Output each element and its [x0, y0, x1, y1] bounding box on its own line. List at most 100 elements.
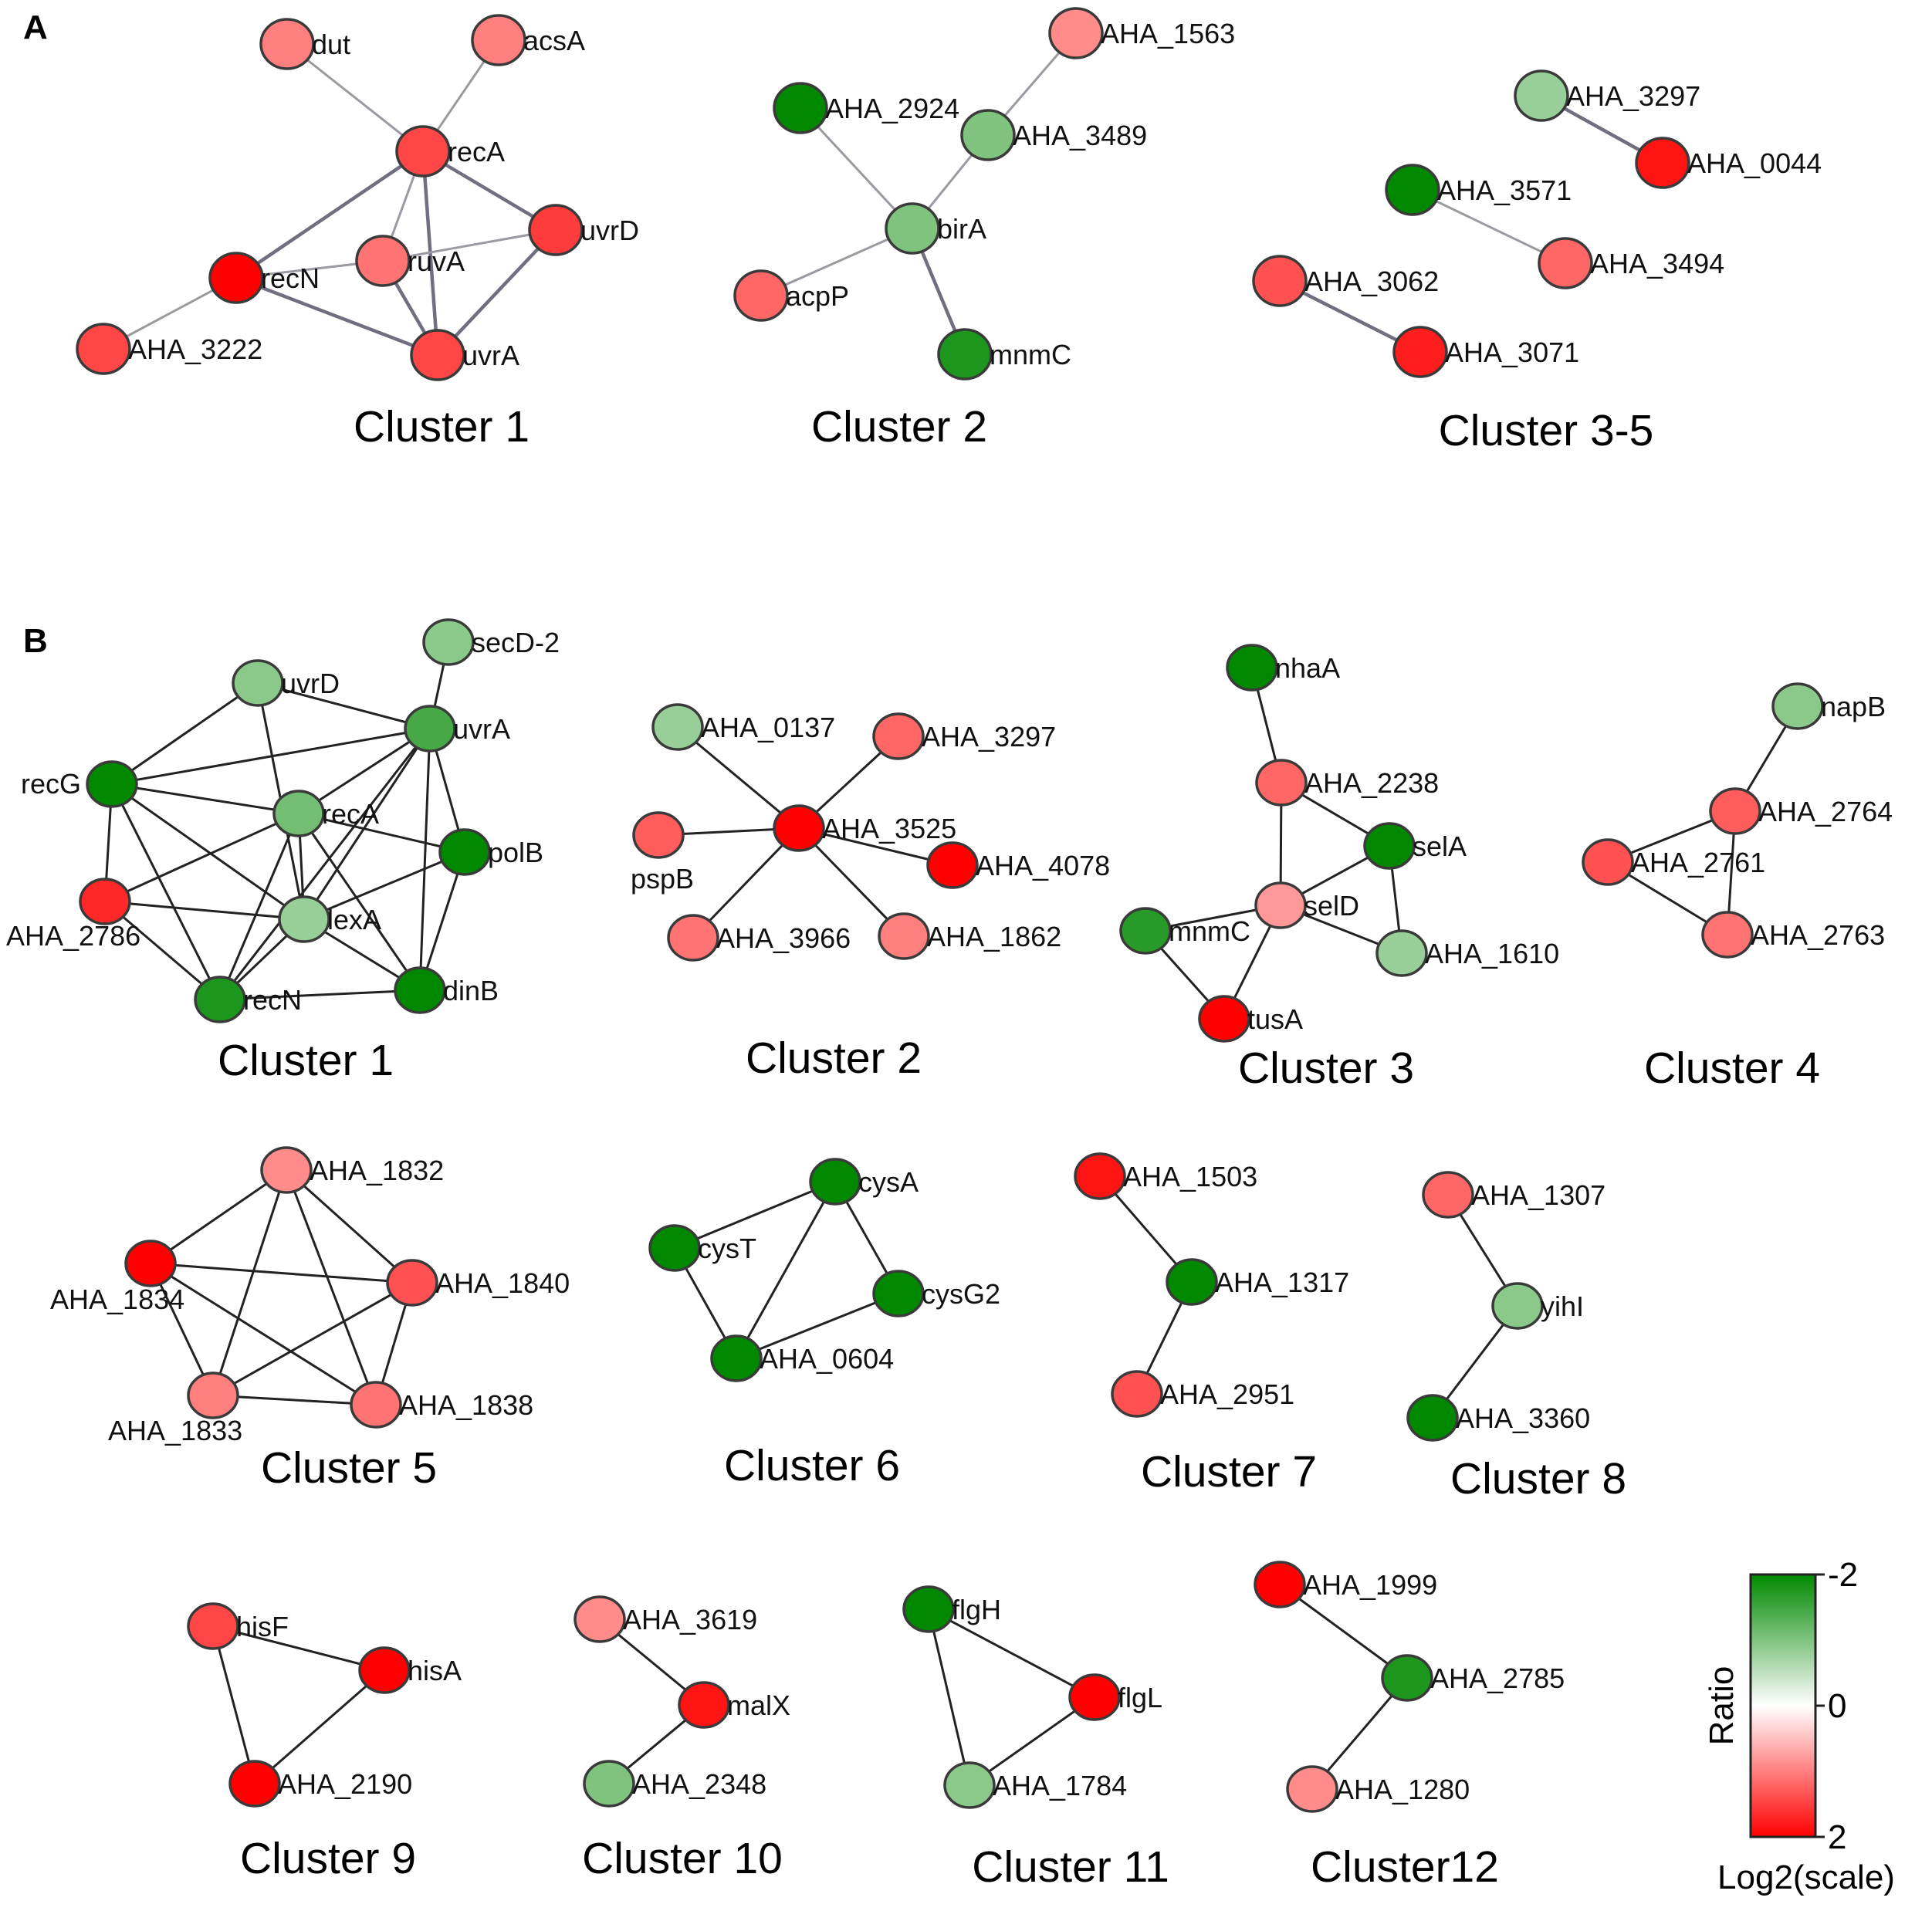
- node-label-b10-AHA_2348: AHA_2348: [632, 1768, 766, 1800]
- edge-b1-recG-lexA: [111, 783, 305, 921]
- node-b1-AHA_2786[interactable]: [79, 878, 131, 925]
- node-b2-AHA_1862[interactable]: [878, 912, 930, 960]
- node-label-a2-acpP: acpP: [786, 280, 849, 312]
- node-a1-dut[interactable]: [259, 18, 315, 70]
- node-b1-lexA[interactable]: [278, 895, 330, 943]
- node-label-b2-AHA_3525: AHA_3525: [822, 813, 956, 844]
- node-b6-cysG2[interactable]: [872, 1270, 925, 1317]
- node-b2-AHA_3297[interactable]: [872, 712, 925, 760]
- node-b3-mnmC[interactable]: [1119, 907, 1172, 955]
- node-a3-AHA_3297[interactable]: [1514, 69, 1569, 122]
- node-a3-AHA_3494[interactable]: [1538, 237, 1593, 289]
- edge-b1-polB-dinB: [418, 851, 466, 991]
- node-b9-hisF[interactable]: [187, 1602, 239, 1650]
- node-a2-AHA_2924[interactable]: [773, 82, 828, 134]
- node-label-b1-secD-2: secD-2: [472, 627, 560, 658]
- node-b3-AHA_1610[interactable]: [1375, 929, 1428, 977]
- node-b1-recA[interactable]: [272, 790, 325, 837]
- node-b7-AHA_2951[interactable]: [1111, 1370, 1163, 1418]
- node-label-b3-tusA: tusA: [1247, 1003, 1303, 1035]
- node-a1-recA[interactable]: [395, 125, 451, 178]
- node-b2-AHA_4078[interactable]: [926, 841, 979, 889]
- node-b8-AHA_3360[interactable]: [1406, 1394, 1459, 1442]
- node-b4-AHA_2761[interactable]: [1582, 838, 1634, 886]
- node-label-b1-uvrD: uvrD: [281, 668, 340, 699]
- node-a3-AHA_3062[interactable]: [1252, 255, 1308, 307]
- node-b4-AHA_2764[interactable]: [1709, 787, 1761, 835]
- node-b6-cysT[interactable]: [648, 1224, 701, 1272]
- node-b3-nhaA[interactable]: [1226, 644, 1278, 692]
- node-label-b7-AHA_1503: AHA_1503: [1123, 1161, 1257, 1192]
- node-b1-secD-2[interactable]: [422, 618, 475, 666]
- legend-tick-label: 0: [1828, 1687, 1846, 1725]
- node-b7-AHA_1503[interactable]: [1074, 1152, 1126, 1200]
- node-b5-AHA_1833[interactable]: [187, 1372, 239, 1419]
- node-b5-AHA_1834[interactable]: [124, 1240, 177, 1287]
- node-b2-AHA_3966[interactable]: [667, 914, 719, 962]
- node-a1-recN[interactable]: [208, 252, 264, 304]
- node-b1-dinB[interactable]: [394, 966, 446, 1014]
- node-label-a1-dut: dut: [312, 29, 350, 60]
- node-b10-AHA_2348[interactable]: [583, 1760, 635, 1808]
- node-b1-recN[interactable]: [194, 976, 246, 1023]
- node-a2-AHA_3489[interactable]: [960, 109, 1016, 161]
- cluster-title-b9: Cluster 9: [240, 1834, 416, 1883]
- node-a2-acpP[interactable]: [733, 269, 789, 322]
- legend-tick-label: 2: [1828, 1818, 1846, 1856]
- node-b3-selA[interactable]: [1363, 822, 1416, 870]
- node-b12-AHA_1999[interactable]: [1254, 1561, 1306, 1608]
- edge-b1-recA-recN: [218, 813, 300, 1000]
- node-a2-birA[interactable]: [885, 202, 940, 255]
- node-b1-uvrD[interactable]: [232, 659, 284, 707]
- node-b2-pspB[interactable]: [632, 811, 685, 859]
- node-b10-malX[interactable]: [678, 1681, 730, 1729]
- legend-subtitle: Log2(scale): [1717, 1859, 1895, 1896]
- node-label-a3-AHA_3494: AHA_3494: [1590, 248, 1724, 279]
- node-b2-AHA_3525[interactable]: [773, 804, 825, 852]
- node-label-b2-AHA_3297: AHA_3297: [922, 721, 1056, 753]
- node-b4-napB[interactable]: [1771, 682, 1824, 730]
- node-a2-AHA_1563[interactable]: [1048, 7, 1104, 59]
- node-a1-acsA[interactable]: [471, 14, 526, 66]
- node-b6-AHA_0604[interactable]: [710, 1334, 763, 1382]
- node-a1-uvrD[interactable]: [528, 204, 584, 256]
- edge-b5-AHA_1832-AHA_1833: [211, 1169, 288, 1396]
- node-b4-AHA_2763[interactable]: [1701, 911, 1754, 959]
- node-label-b2-AHA_1862: AHA_1862: [927, 921, 1061, 952]
- node-b3-AHA_2238[interactable]: [1255, 759, 1308, 807]
- node-label-a1-ruvA: ruvA: [408, 245, 465, 277]
- node-b11-AHA_1784[interactable]: [943, 1761, 996, 1809]
- node-b8-AHA_1307[interactable]: [1422, 1171, 1474, 1219]
- node-b3-selD[interactable]: [1254, 881, 1307, 929]
- node-a2-mnmC[interactable]: [937, 328, 993, 381]
- node-b5-AHA_1838[interactable]: [350, 1381, 402, 1429]
- edge-b9-hisF-hisA: [212, 1625, 385, 1672]
- node-b6-cysA[interactable]: [809, 1158, 861, 1206]
- node-b5-AHA_1840[interactable]: [386, 1259, 438, 1307]
- node-a3-AHA_0044[interactable]: [1635, 137, 1690, 189]
- node-b2-AHA_0137[interactable]: [651, 703, 704, 751]
- panel-letter-a: A: [23, 8, 48, 46]
- node-b12-AHA_1280[interactable]: [1286, 1765, 1338, 1813]
- node-a3-AHA_3571[interactable]: [1385, 164, 1440, 216]
- edge-b5-AHA_1840-AHA_1833: [212, 1281, 413, 1397]
- node-a1-uvrA[interactable]: [410, 329, 465, 381]
- node-label-b11-AHA_1784: AHA_1784: [993, 1770, 1127, 1801]
- node-b12-AHA_2785[interactable]: [1381, 1654, 1433, 1702]
- node-b3-tusA[interactable]: [1198, 995, 1250, 1043]
- node-b8-yihI[interactable]: [1491, 1282, 1544, 1330]
- node-a1-ruvA[interactable]: [355, 235, 411, 287]
- node-a1-AHA_3222[interactable]: [76, 323, 131, 375]
- node-b1-recG[interactable]: [86, 760, 138, 808]
- node-b11-flgL[interactable]: [1068, 1673, 1121, 1721]
- node-b5-AHA_1832[interactable]: [260, 1146, 313, 1194]
- node-b9-AHA_2190[interactable]: [228, 1760, 281, 1808]
- node-b11-flgH[interactable]: [902, 1585, 955, 1633]
- node-b1-uvrA[interactable]: [404, 705, 456, 753]
- node-b10-AHA_3619[interactable]: [574, 1595, 626, 1643]
- node-b1-polB[interactable]: [438, 828, 491, 876]
- node-a3-AHA_3071[interactable]: [1392, 326, 1448, 378]
- node-b9-hisA[interactable]: [358, 1646, 411, 1694]
- node-b7-AHA_1317[interactable]: [1166, 1258, 1218, 1306]
